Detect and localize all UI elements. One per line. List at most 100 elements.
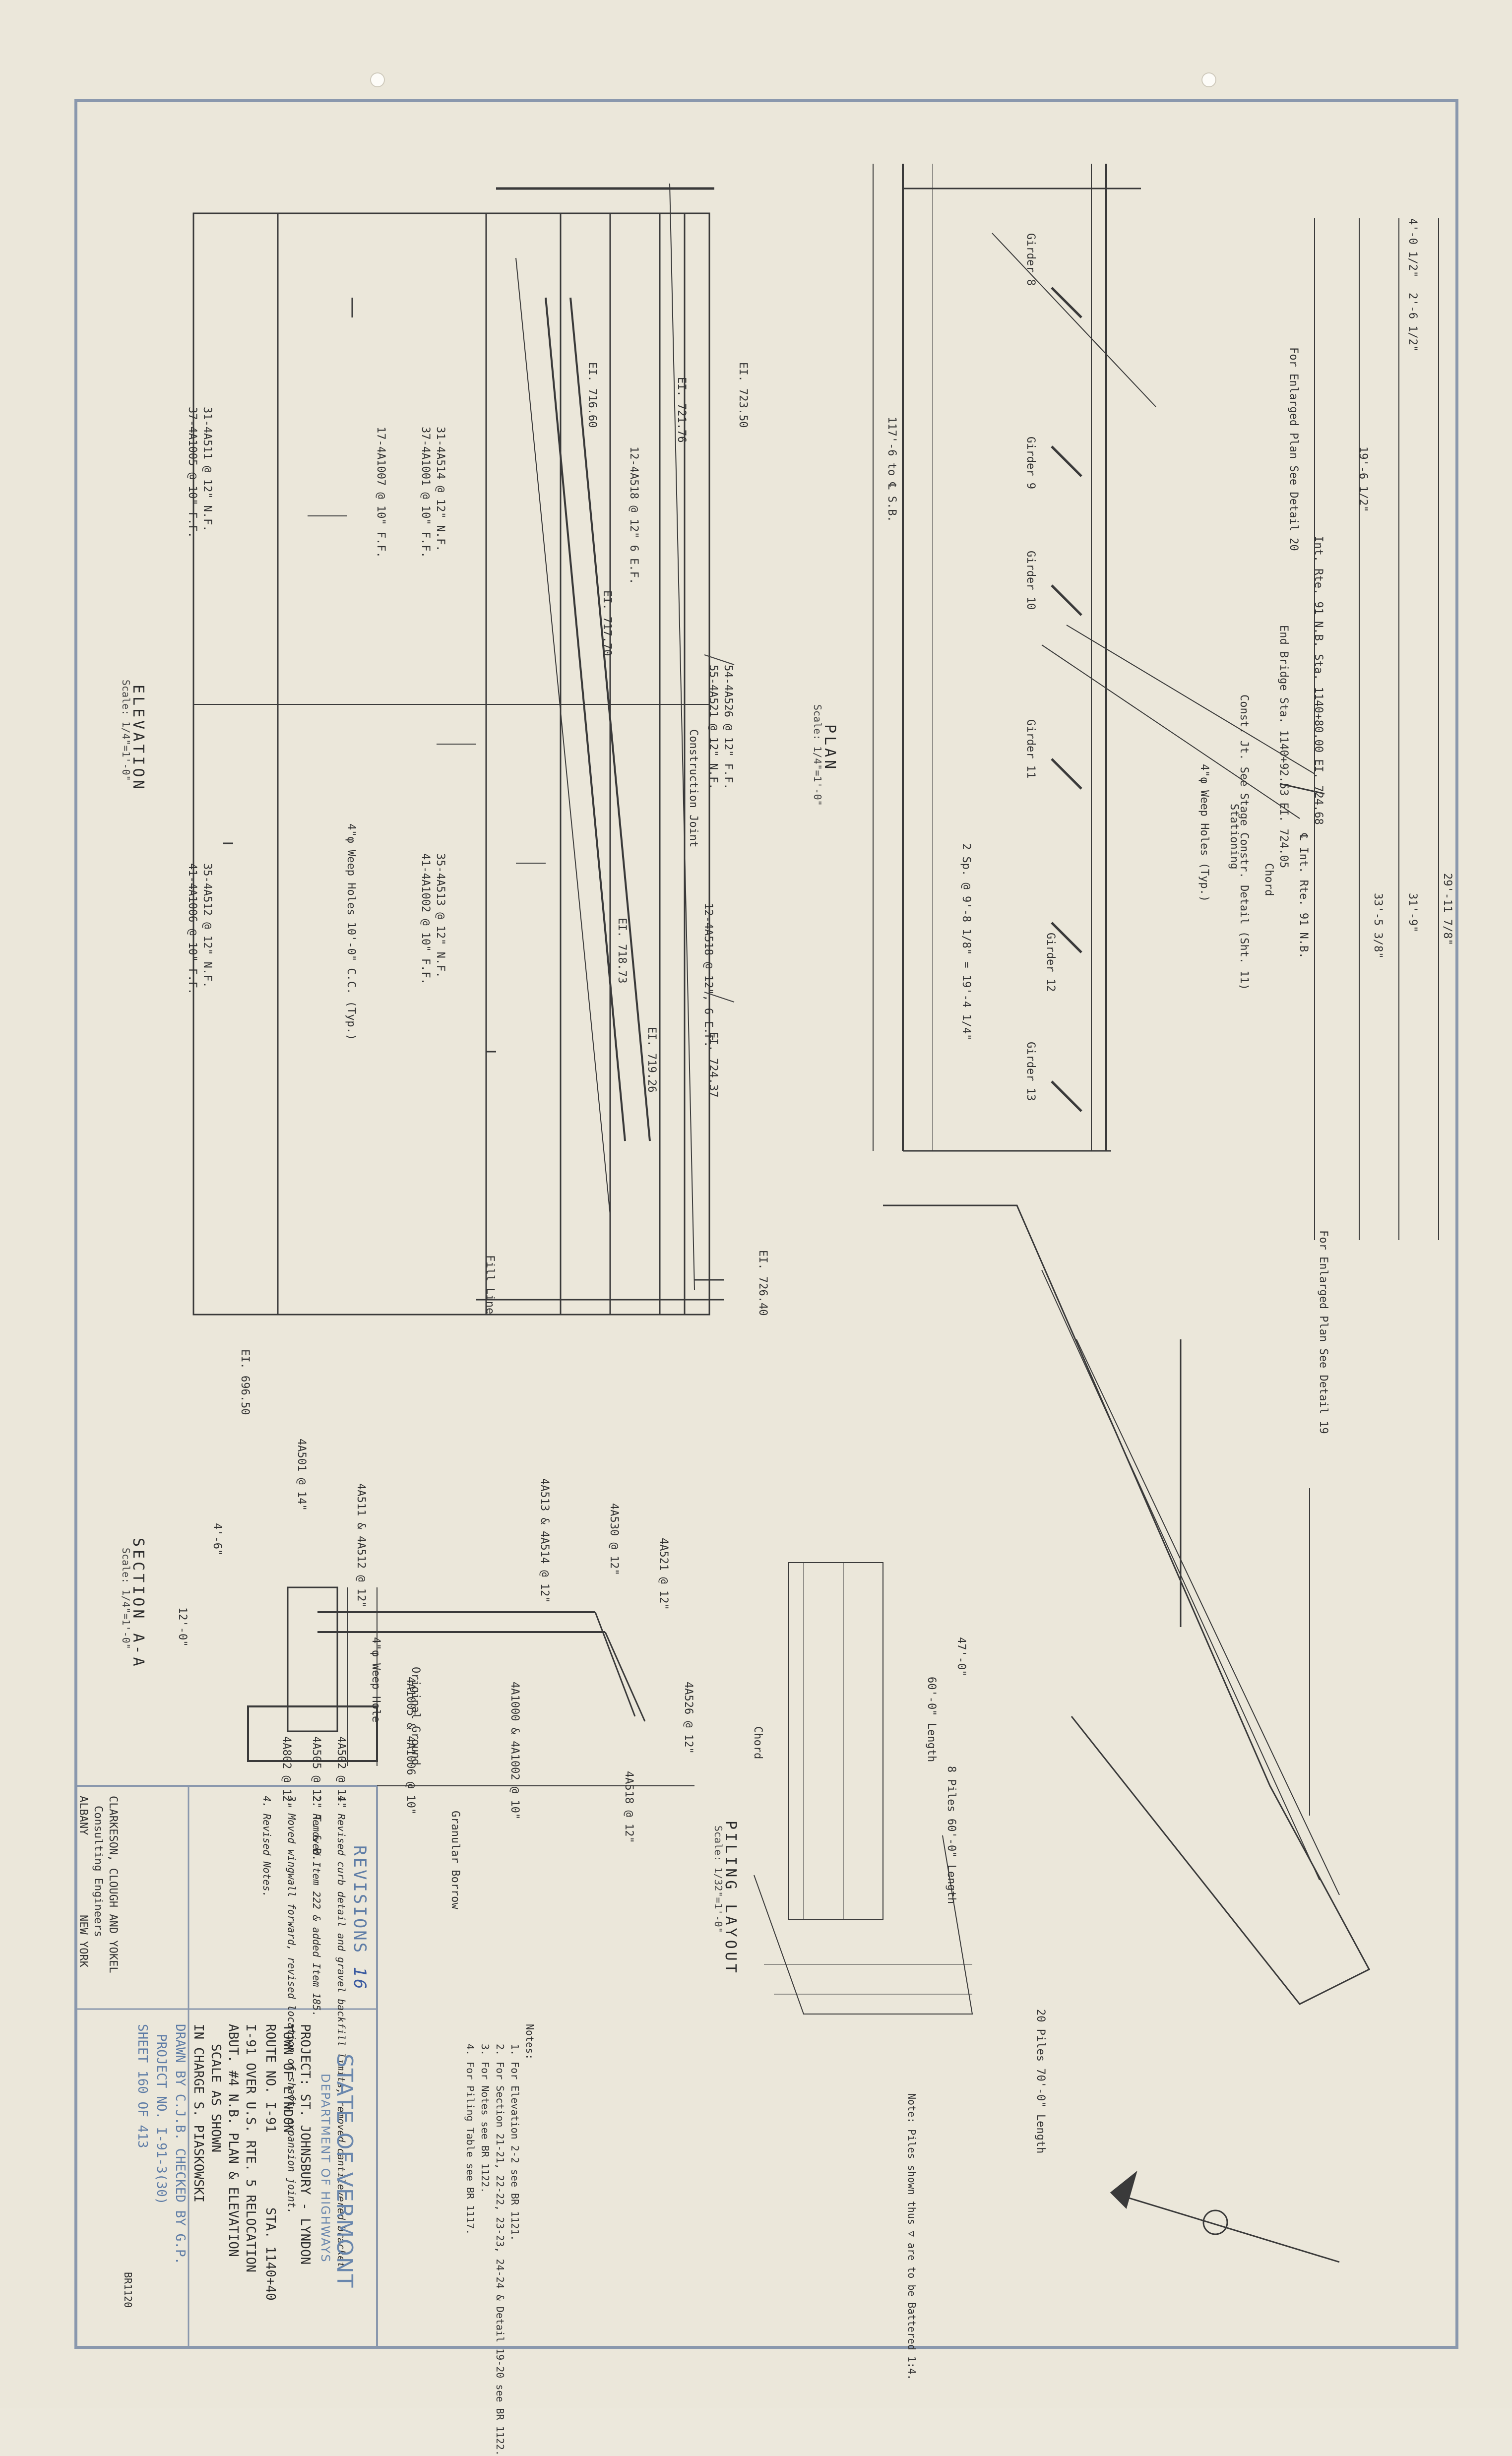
plan-label: 4'-0 1/2" — [1406, 218, 1419, 278]
punch-hole-left — [370, 72, 385, 87]
plan-label: For Enlarged Plan See Detail 20 — [1287, 347, 1300, 551]
elevation-label: 41-4A1006 @ 10" F.F. — [186, 863, 198, 995]
plan-label: Girder 13 — [1024, 1042, 1037, 1101]
elevation-label: 4"φ Weep Holes 10'-0" C.C. (Typ.) — [345, 823, 357, 1041]
plan-label: 31'-9" — [1406, 893, 1419, 933]
title-block-drawing-number: BR1120 — [122, 2272, 134, 2308]
plan-label: Girder 12 — [1044, 933, 1057, 992]
section-label: 4A526 @ 12" — [682, 1682, 694, 1754]
piling-label: 20 Piles 70'-0" Length — [1034, 2009, 1047, 2154]
plan-label: 4"φ Weep Holes (Typ.) — [1198, 764, 1210, 902]
plan-label: Girder 11 — [1024, 719, 1037, 779]
elevation-label: 41-4A1002 @ 10" F.F. — [419, 853, 432, 985]
elevation-label: 35-4A512 @ 12" N.F. — [201, 863, 213, 988]
plan-label: 2'-6 1/2" — [1406, 293, 1419, 352]
section-label: 4'-6" — [211, 1523, 223, 1556]
elevation-label: 37-4A1005 @ 10" F.F. — [186, 407, 198, 538]
title-block-project-number: PROJECT NO. I-91-3(30) — [154, 2034, 169, 2205]
revisions-title: REVISIONS 16 — [350, 1845, 370, 1991]
plan-title: PLAN — [821, 724, 838, 772]
section-label: Granular Borrow — [449, 1811, 461, 1909]
plan-label: ℄ Int. Rte. 91 N.B. — [1297, 833, 1310, 959]
piling-label: 8 Piles 60'-0" Length — [945, 1766, 957, 1904]
plan-label: Int. Rte. 91 N.B. Sta. 1140+80.00 EI. 72… — [1312, 536, 1324, 825]
elevation-label: Construction Joint — [687, 729, 699, 848]
title-block-title-1: I-91 OVER U.S. RTE. 5 RELOCATION — [243, 2024, 258, 2272]
drawing-border — [74, 99, 1458, 2349]
plan-label: 29'-11 7/8" — [1441, 873, 1453, 945]
title-block-route: ROUTE NO. I-91 — [263, 2024, 278, 2133]
firm-city: ALBANY — [77, 1796, 89, 1835]
revision-item: 3. Moved wingwall forward, revised locat… — [286, 1796, 298, 2214]
title-block-title-2: ABUT. #4 N.B. PLAN & ELEVATION — [226, 2024, 241, 2257]
plan-label: 33'-5 3/8" — [1372, 893, 1384, 959]
section-aa-title: SECTION A-A — [129, 1538, 147, 1669]
note-item: 3. For Notes see BR 1122. — [479, 2044, 491, 2194]
piling-label: Chord — [752, 1726, 764, 1760]
notes-heading: Notes: — [524, 2024, 536, 2060]
section-label: 4A530 @ 12" — [608, 1503, 620, 1575]
elevation-label: EI. 719.26 — [645, 1027, 658, 1093]
firm-state: NEW YORK — [77, 1915, 89, 1967]
punch-hole-right — [1201, 72, 1216, 87]
section-label: 12'-0" — [176, 1607, 189, 1647]
title-block-sheet: SHEET 160 OF 413 — [135, 2024, 150, 2148]
elevation-label: 31-4A511 @ 12" N.F. — [201, 407, 213, 532]
section-label: 4"φ Weep Hole — [370, 1637, 382, 1723]
title-block-drawn-by: DRAWN BY C.J.B. CHECKED BY G.P. — [173, 2024, 188, 2265]
plan-label: End Bridge Sta. 1140+92.53 EI. 724.05 — [1277, 625, 1290, 869]
section-aa-scale: Scale: 1/4"=1'-0" — [120, 1548, 132, 1649]
note-item: 4. For Piling Table see BR 1117. — [464, 2044, 476, 2235]
section-label: 4A521 @ 12" — [657, 1538, 670, 1610]
elevation-label: 17-4A1007 @ 10" F.F. — [375, 427, 387, 558]
elevation-label: EI. 718.73 — [616, 918, 628, 984]
elevation-label: EI. 696.50 — [239, 1349, 251, 1415]
elevation-label: 35-4A513 @ 12" N.F. — [434, 853, 446, 978]
elevation-label: 55-4A521 @ 12" N.F. — [707, 665, 719, 790]
elevation-title: ELEVATION — [129, 685, 147, 792]
section-label: 4A511 & 4A512 @ 12" — [355, 1483, 367, 1608]
note-item: 2. For Section 21-21, 22-22, 23-23, 24-2… — [494, 2044, 506, 2456]
elevation-label: Fill Line — [484, 1255, 496, 1315]
elevation-label: EI. 717.70 — [601, 590, 613, 656]
firm-role: Consulting Engineers — [92, 1806, 104, 1937]
title-block-project: PROJECT: ST. JOHNSBURY - LYNDON — [298, 2024, 313, 2265]
plan-label: Girder 10 — [1024, 551, 1037, 610]
plan-label: 19'-6 1/2" — [1357, 446, 1369, 512]
title-block-state: STATE OF VERMONT — [332, 2054, 357, 2289]
revision-item: 2. Removed Item 222 & added Item 185. — [311, 1796, 322, 2017]
firm-name: CLARKESON, CLOUGH AND YOKEL — [107, 1796, 119, 1973]
piling-label: 60'-0" Length — [925, 1677, 938, 1763]
elevation-label: EI. 723.50 — [737, 362, 749, 428]
revisions-number: 16 — [350, 1966, 370, 1991]
title-block-scale: SCALE AS SHOWN — [208, 2044, 223, 2153]
elevation-label: 54-4A526 @ 12" F.F. — [722, 665, 734, 790]
revision-item: 4. Revised Notes. — [261, 1796, 273, 1897]
section-label: 4A501 @ 14" — [295, 1439, 308, 1511]
elevation-scale: Scale: 1/4"=1'-0" — [120, 680, 132, 781]
plan-label: For Enlarged Plan See Detail 19 — [1317, 1230, 1329, 1434]
title-block-in-charge: IN CHARGE S. PIASKOWSKI — [191, 2024, 206, 2203]
elevation-label: 31-4A514 @ 12" N.F. — [434, 427, 446, 552]
elevation-label: 12-4A518 @ 12", 6 E.F. — [702, 903, 714, 1048]
section-label: 4A1000 & 4A1002 @ 10" — [508, 1682, 521, 1820]
plan-label: 2 Sp. @ 9'-8 1/8" = 19'-4 1/4" — [960, 843, 972, 1041]
plan-label: Girder 9 — [1024, 437, 1037, 489]
title-block-town: TOWN OF LYNDON — [280, 2024, 295, 2133]
piling-label: 47'-0" — [955, 1637, 967, 1677]
piling-layout-title: PILING LAYOUT — [722, 1821, 739, 1976]
title-block-department: DEPARTMENT OF HIGHWAYS — [318, 2074, 332, 2263]
plan-label: 117'-6 to ℄ S.B. — [885, 417, 898, 522]
plan-label: Girder 8 — [1024, 233, 1037, 286]
elevation-label: EI. 716.60 — [586, 362, 598, 428]
section-label: 4A513 & 4A514 @ 12" — [538, 1478, 551, 1603]
elevation-label: 12-4A518 @ 12" 6 E.F. — [628, 446, 640, 585]
piling-layout-scale: Scale: 1/32"=1'-0" — [712, 1826, 724, 1933]
elevation-label: EI. 726.40 — [756, 1250, 769, 1316]
note-item: 1. For Elevation 2-2 see BR 1121. — [509, 2044, 521, 2241]
piling-note: Note: Piles shown thus ▽ are to be Batte… — [906, 2093, 918, 2380]
section-label: 4A518 @ 12" — [623, 1771, 635, 1843]
revisions-label: REVISIONS — [350, 1845, 370, 1955]
